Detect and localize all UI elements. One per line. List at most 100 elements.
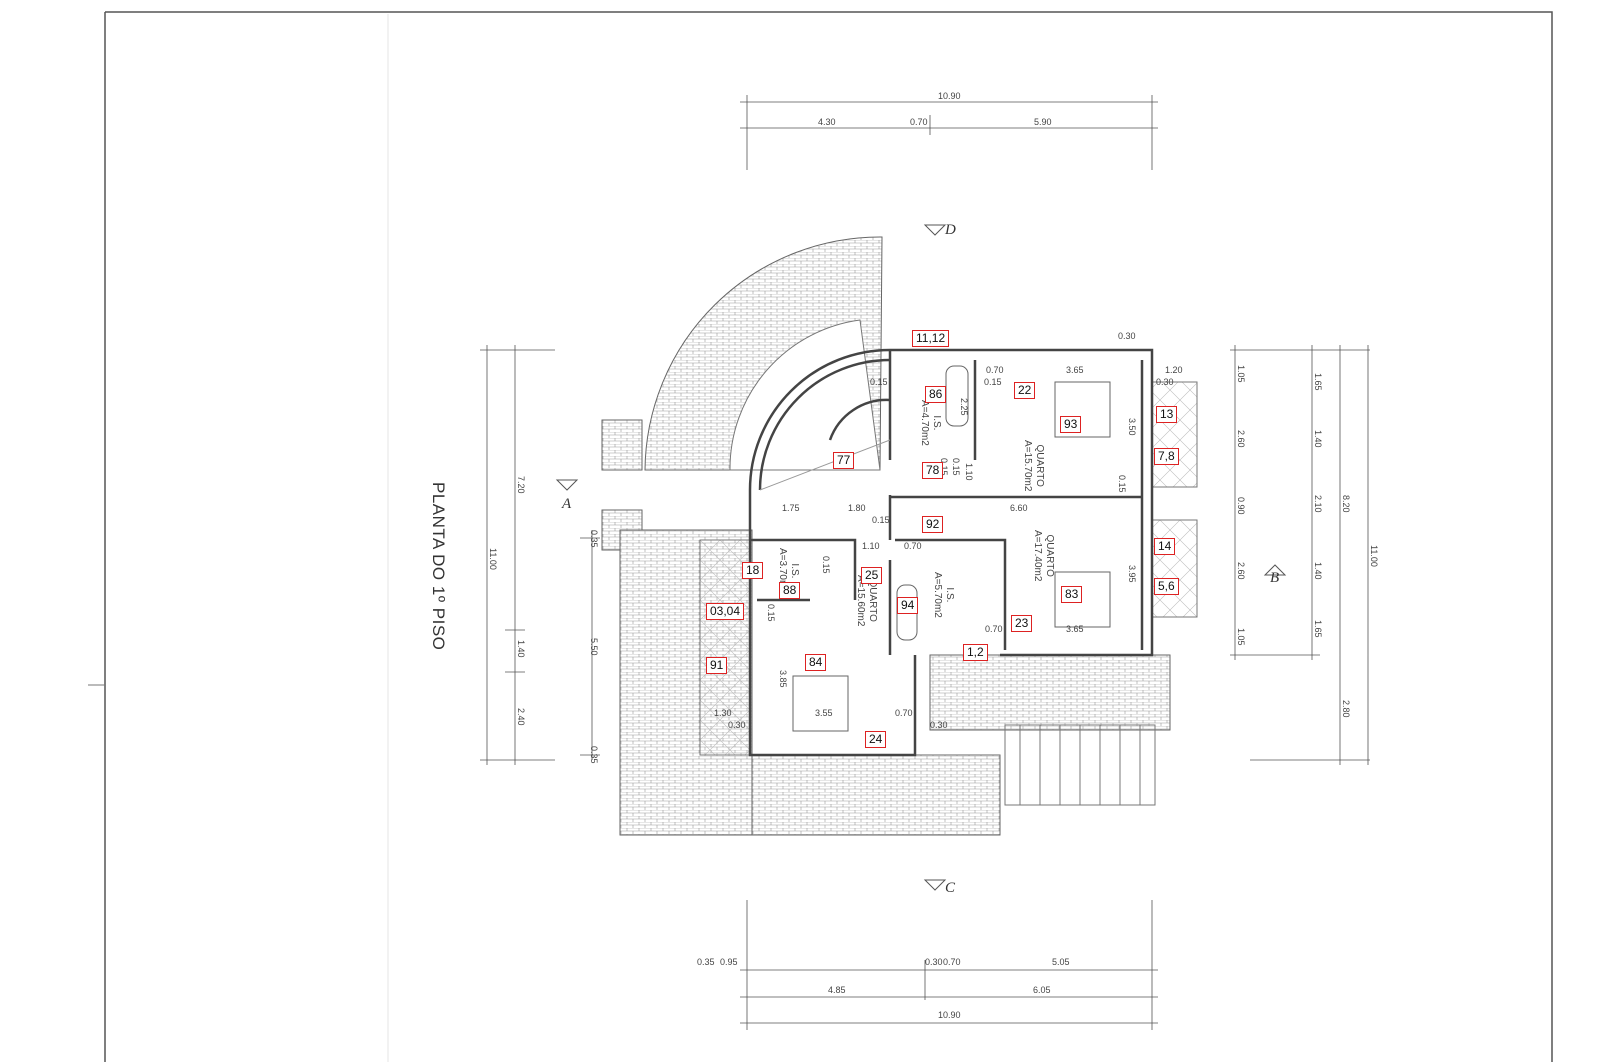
dimension-label: 0.15 [821,556,831,574]
dimension-label: 1.05 [1236,365,1246,383]
dimension-label: 0.30 [930,720,948,730]
dimension-label: 5.05 [1052,957,1070,967]
item-marker: 14 [1154,538,1176,555]
dimension-label: 6.05 [1033,985,1051,995]
dimension-label: 0.15 [951,458,961,476]
dimension-label: 0.15 [1117,475,1127,493]
dimension-label: 2.60 [1236,562,1246,580]
room-label: I.S.A=5.70m2 [931,572,955,618]
item-marker: 23 [1011,615,1033,632]
section-marker-a: A [562,496,572,512]
item-marker: 86 [925,386,947,403]
dimension-label: 11.00 [488,548,498,570]
room-area: A=5.70m2 [932,572,943,618]
item-marker: 03,04 [706,603,745,620]
dimension-label: 1.75 [782,503,800,513]
item-marker: 7,8 [1154,448,1179,465]
furniture [759,365,1111,732]
section-arrows [555,224,1287,891]
dimension-label: 2.40 [516,708,526,726]
dimension-label: 1.40 [516,640,526,658]
section-marker-b: B [1270,570,1280,586]
item-marker: 13 [1156,406,1178,423]
drawing-title: PLANTA DO 1º PISO [429,482,448,651]
dimension-label: 0.30 [728,720,746,730]
dimension-label: 0.30 [1118,331,1136,341]
dimension-label: 1.05 [1236,628,1246,646]
dimension-label: 0.35 [589,746,599,764]
dimension-label: 0.70 [985,624,1003,634]
dimension-label: 5.90 [1034,117,1052,127]
dimension-label: 8.20 [1341,495,1351,513]
dimension-label: 4.85 [828,985,846,995]
dimension-label: 0.90 [1236,497,1246,515]
dimension-label: 0.15 [766,604,776,622]
dimension-label: 0.70 [895,708,913,718]
walls [748,348,1154,757]
item-marker: 83 [1061,586,1083,603]
room-area: A=15.70m2 [1022,440,1033,492]
dimension-label: 0.70 [904,541,922,551]
dimension-label: 1.20 [1165,365,1183,375]
dimension-label: 1.65 [1313,373,1323,391]
item-marker: 84 [805,654,827,671]
dimension-label: 0.15 [984,377,1002,387]
item-marker: 91 [706,657,728,674]
dimension-label: 0.30 [925,957,943,967]
dimension-label: 0.15 [870,377,888,387]
dimension-label: 3.95 [1127,565,1137,583]
room-area: A=4.70m2 [919,400,930,446]
dimension-label: 4.30 [818,117,836,127]
item-marker: 77 [833,452,855,469]
dimension-label: 1.10 [964,463,974,481]
dimension-label: 2.10 [1313,495,1323,513]
item-marker: 11,12 [912,330,950,347]
dimension-lines [480,95,1370,1030]
item-marker: 92 [922,516,944,533]
room-name: I.S. [944,587,955,603]
dimension-label: 2.25 [959,398,969,416]
dimension-label: 3.55 [815,708,833,718]
item-marker: 1,2 [963,644,988,661]
room-name: QUARTO [1044,534,1055,577]
item-marker: 5,6 [1154,578,1179,595]
dimension-label: 0.35 [589,530,599,548]
item-marker: 18 [742,562,764,579]
dimension-label: 7.20 [516,476,526,494]
dimension-label: 2.80 [1341,700,1351,718]
item-marker: 22 [1014,382,1036,399]
section-marker-c: C [945,880,956,896]
paper-border [88,11,1553,1062]
room-area: A=17.40m2 [1032,530,1043,582]
dimension-label: 0.95 [720,957,738,967]
dimension-label: 0.35 [697,957,715,967]
section-marker-d: D [945,222,956,238]
room-name: QUARTO [1034,444,1045,487]
dimension-label: 1.80 [848,503,866,513]
dimension-label: 3.65 [1066,365,1084,375]
dimension-label: 0.15 [872,515,890,525]
dimension-label: 11.00 [1369,545,1379,567]
dimension-label: 1.10 [862,541,880,551]
room-name: I.S. [931,415,942,431]
dimension-label: 3.50 [1127,418,1137,436]
dimension-label: 3.65 [1066,624,1084,634]
room-label: I.S.A=4.70m2 [918,400,942,446]
item-marker: 93 [1060,416,1082,433]
dimension-label: 5.50 [589,638,599,656]
dimension-label: 2.60 [1236,430,1246,448]
dimension-total-label: 10.90 [938,1010,961,1020]
dimension-label: 0.70 [986,365,1004,375]
dimension-label: 1.40 [1313,430,1323,448]
dimension-label: 1.40 [1313,562,1323,580]
dimension-label: 1.65 [1313,620,1323,638]
item-marker: 24 [865,731,887,748]
roof-tiles [601,236,1198,836]
dimension-label: 6.60 [1010,503,1028,513]
item-marker: 88 [779,582,801,599]
dimension-total-label: 10.90 [938,91,961,101]
dimension-label: 0.70 [943,957,961,967]
